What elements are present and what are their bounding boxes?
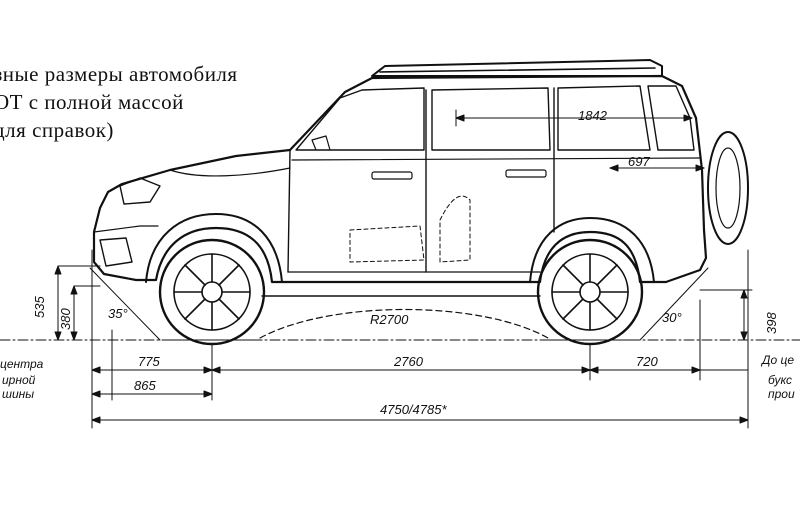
fog-light (99, 237, 133, 267)
front-door-handle (371, 171, 413, 180)
label-right-3: прои (768, 387, 795, 401)
front-wheel (158, 238, 266, 346)
dim-roof-length: 1842 (578, 108, 608, 123)
label-right-1: До це (760, 353, 794, 367)
dim-front-to-bumper: 865 (134, 378, 156, 393)
dim-rear-overhang: 720 (636, 354, 658, 369)
label-left-1: центра (0, 357, 44, 371)
rear-wheel (536, 238, 644, 346)
headlight (119, 177, 161, 205)
label-left-2: ирной (2, 373, 36, 387)
side-mirror (311, 135, 331, 151)
rear-door-handle (505, 169, 547, 178)
rear-door-window (557, 85, 651, 151)
label-left-3: шины (2, 387, 34, 401)
dim-rear-height: 398 (764, 312, 779, 334)
dim-front-overhang: 775 (138, 354, 160, 369)
front-door-window (431, 87, 551, 151)
dim-wheelbase: 2760 (393, 354, 424, 369)
caption-line-3: для справок) (0, 118, 114, 142)
dim-radius: R2700 (370, 312, 409, 327)
dim-height-535: 535 (32, 296, 47, 318)
spare-wheel (707, 131, 749, 245)
caption-line-1: зные размеры автомобиля (0, 62, 238, 86)
dim-height-380: 380 (58, 308, 73, 330)
vehicle-body (92, 74, 708, 284)
windshield (295, 87, 425, 151)
rear-quarter-window (647, 85, 695, 151)
dim-overall-length: 4750/4785* (380, 402, 447, 417)
dim-approach-angle: 35° (108, 306, 128, 321)
dim-rear-section: 697 (628, 154, 650, 169)
dim-departure-angle: 30° (662, 310, 682, 325)
caption-line-2: ОТ с полной массой (0, 90, 184, 114)
label-right-2: букс (768, 373, 792, 387)
